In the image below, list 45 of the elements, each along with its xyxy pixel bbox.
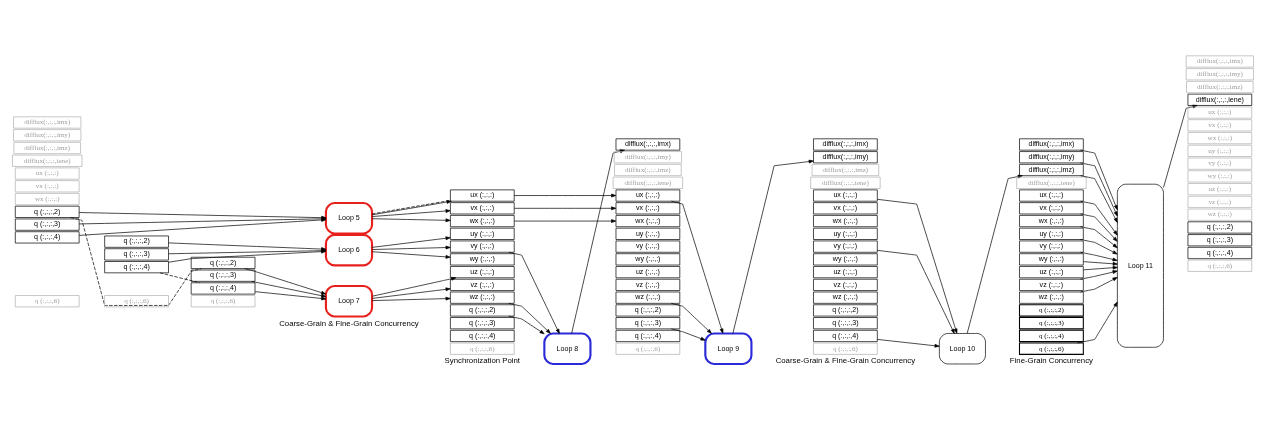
arrow <box>1077 301 1118 343</box>
arrow <box>1080 269 1118 280</box>
arrow <box>371 296 451 301</box>
label: Coarse-Grain & Fine-Grain Concurrency <box>279 318 419 328</box>
arrow <box>670 200 724 334</box>
label: Synchronization Point <box>444 355 521 365</box>
arrow <box>508 315 545 334</box>
arrow <box>1083 260 1118 266</box>
arrow <box>513 218 617 223</box>
arrow <box>513 205 617 210</box>
arrow <box>877 249 955 334</box>
arrow <box>371 276 457 297</box>
arrow <box>1080 200 1118 235</box>
arrow <box>1080 225 1118 248</box>
arrow <box>513 193 617 197</box>
arrow <box>371 245 451 250</box>
arrow <box>1083 265 1118 270</box>
connector <box>159 272 200 283</box>
arrow <box>1080 174 1118 223</box>
connector <box>70 216 202 306</box>
arrow <box>244 267 327 294</box>
arrow <box>966 174 1023 334</box>
label: Coarse-Grain & Fine-Grain Concurrency <box>775 355 916 365</box>
arrow <box>1080 213 1118 242</box>
arrow <box>732 159 814 334</box>
arrow <box>670 302 712 334</box>
arrow <box>1080 238 1118 254</box>
arrow <box>251 280 327 298</box>
arrow <box>508 251 560 334</box>
label: Fine-Grain Concurrency <box>1009 355 1094 365</box>
arrow <box>1080 149 1118 210</box>
arrow <box>371 217 451 222</box>
arrow <box>1080 251 1118 261</box>
arrow <box>1080 276 1118 292</box>
arrow <box>877 198 958 334</box>
arrow <box>371 250 451 259</box>
arrow <box>371 286 451 299</box>
arrow <box>571 148 625 334</box>
arrow <box>1080 162 1118 216</box>
arrow <box>508 302 551 334</box>
arrow <box>877 338 940 348</box>
arrow <box>168 249 327 263</box>
arrow <box>670 328 706 341</box>
arrow <box>371 235 451 248</box>
arrow <box>254 290 327 300</box>
